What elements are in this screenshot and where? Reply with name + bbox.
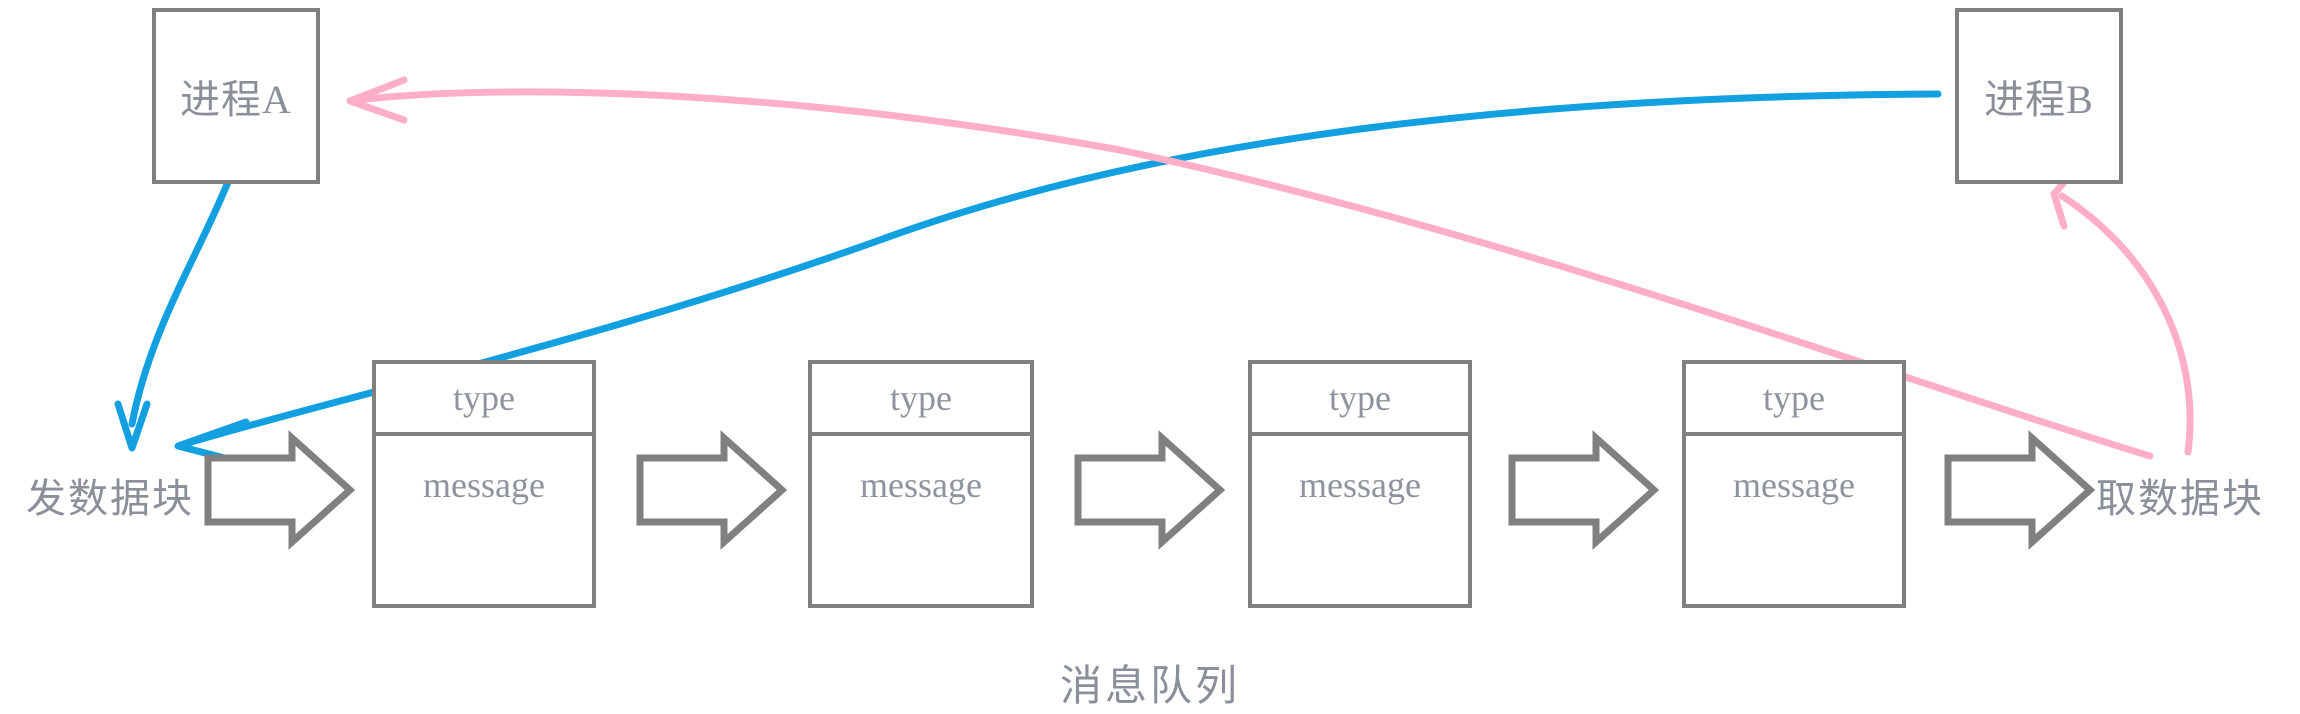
message-queue-caption: 消息队列 bbox=[1060, 664, 1241, 710]
message-slot-4-type-cell: type bbox=[1686, 364, 1902, 436]
message-slot-3[interactable]: type message bbox=[1248, 360, 1472, 608]
process-a-label: 进程A bbox=[180, 77, 292, 122]
queue-arrow-2 bbox=[636, 430, 788, 550]
message-slot-3-type-cell: type bbox=[1252, 364, 1468, 436]
message-slot-2-type-cell: type bbox=[812, 364, 1030, 436]
message-slot-2-body-cell: message bbox=[812, 436, 1030, 604]
curve-receive-to-process-b bbox=[2050, 148, 2194, 456]
message-slot-1-type-cell: type bbox=[376, 364, 592, 436]
message-slot-2-message-label: message bbox=[860, 465, 982, 505]
queue-arrow-3 bbox=[1074, 430, 1226, 550]
process-a-box[interactable]: 进程A bbox=[152, 8, 320, 184]
queue-arrow-4 bbox=[1508, 430, 1660, 550]
message-slot-4-message-label: message bbox=[1733, 465, 1855, 505]
message-slot-2[interactable]: type message bbox=[808, 360, 1034, 608]
message-slot-1[interactable]: type message bbox=[372, 360, 596, 608]
message-slot-1-message-label: message bbox=[423, 465, 545, 505]
message-slot-3-message-label: message bbox=[1299, 465, 1421, 505]
queue-arrow-1 bbox=[204, 430, 356, 550]
message-slot-3-type-label: type bbox=[1329, 378, 1391, 418]
curve-process-a-to-send bbox=[114, 178, 232, 452]
process-b-box[interactable]: 进程B bbox=[1955, 8, 2123, 184]
receive-data-block-label: 取数据块 bbox=[2096, 476, 2264, 521]
message-slot-4-body-cell: message bbox=[1686, 436, 1902, 604]
message-slot-1-body-cell: message bbox=[376, 436, 592, 604]
message-slot-1-type-label: type bbox=[453, 378, 515, 418]
message-slot-3-body-cell: message bbox=[1252, 436, 1468, 604]
message-slot-4-type-label: type bbox=[1763, 378, 1825, 418]
send-data-block-label: 发数据块 bbox=[26, 476, 194, 521]
message-slot-2-type-label: type bbox=[890, 378, 952, 418]
message-slot-4[interactable]: type message bbox=[1682, 360, 1906, 608]
process-b-label: 进程B bbox=[1984, 77, 2094, 122]
queue-arrow-5 bbox=[1944, 430, 2096, 550]
